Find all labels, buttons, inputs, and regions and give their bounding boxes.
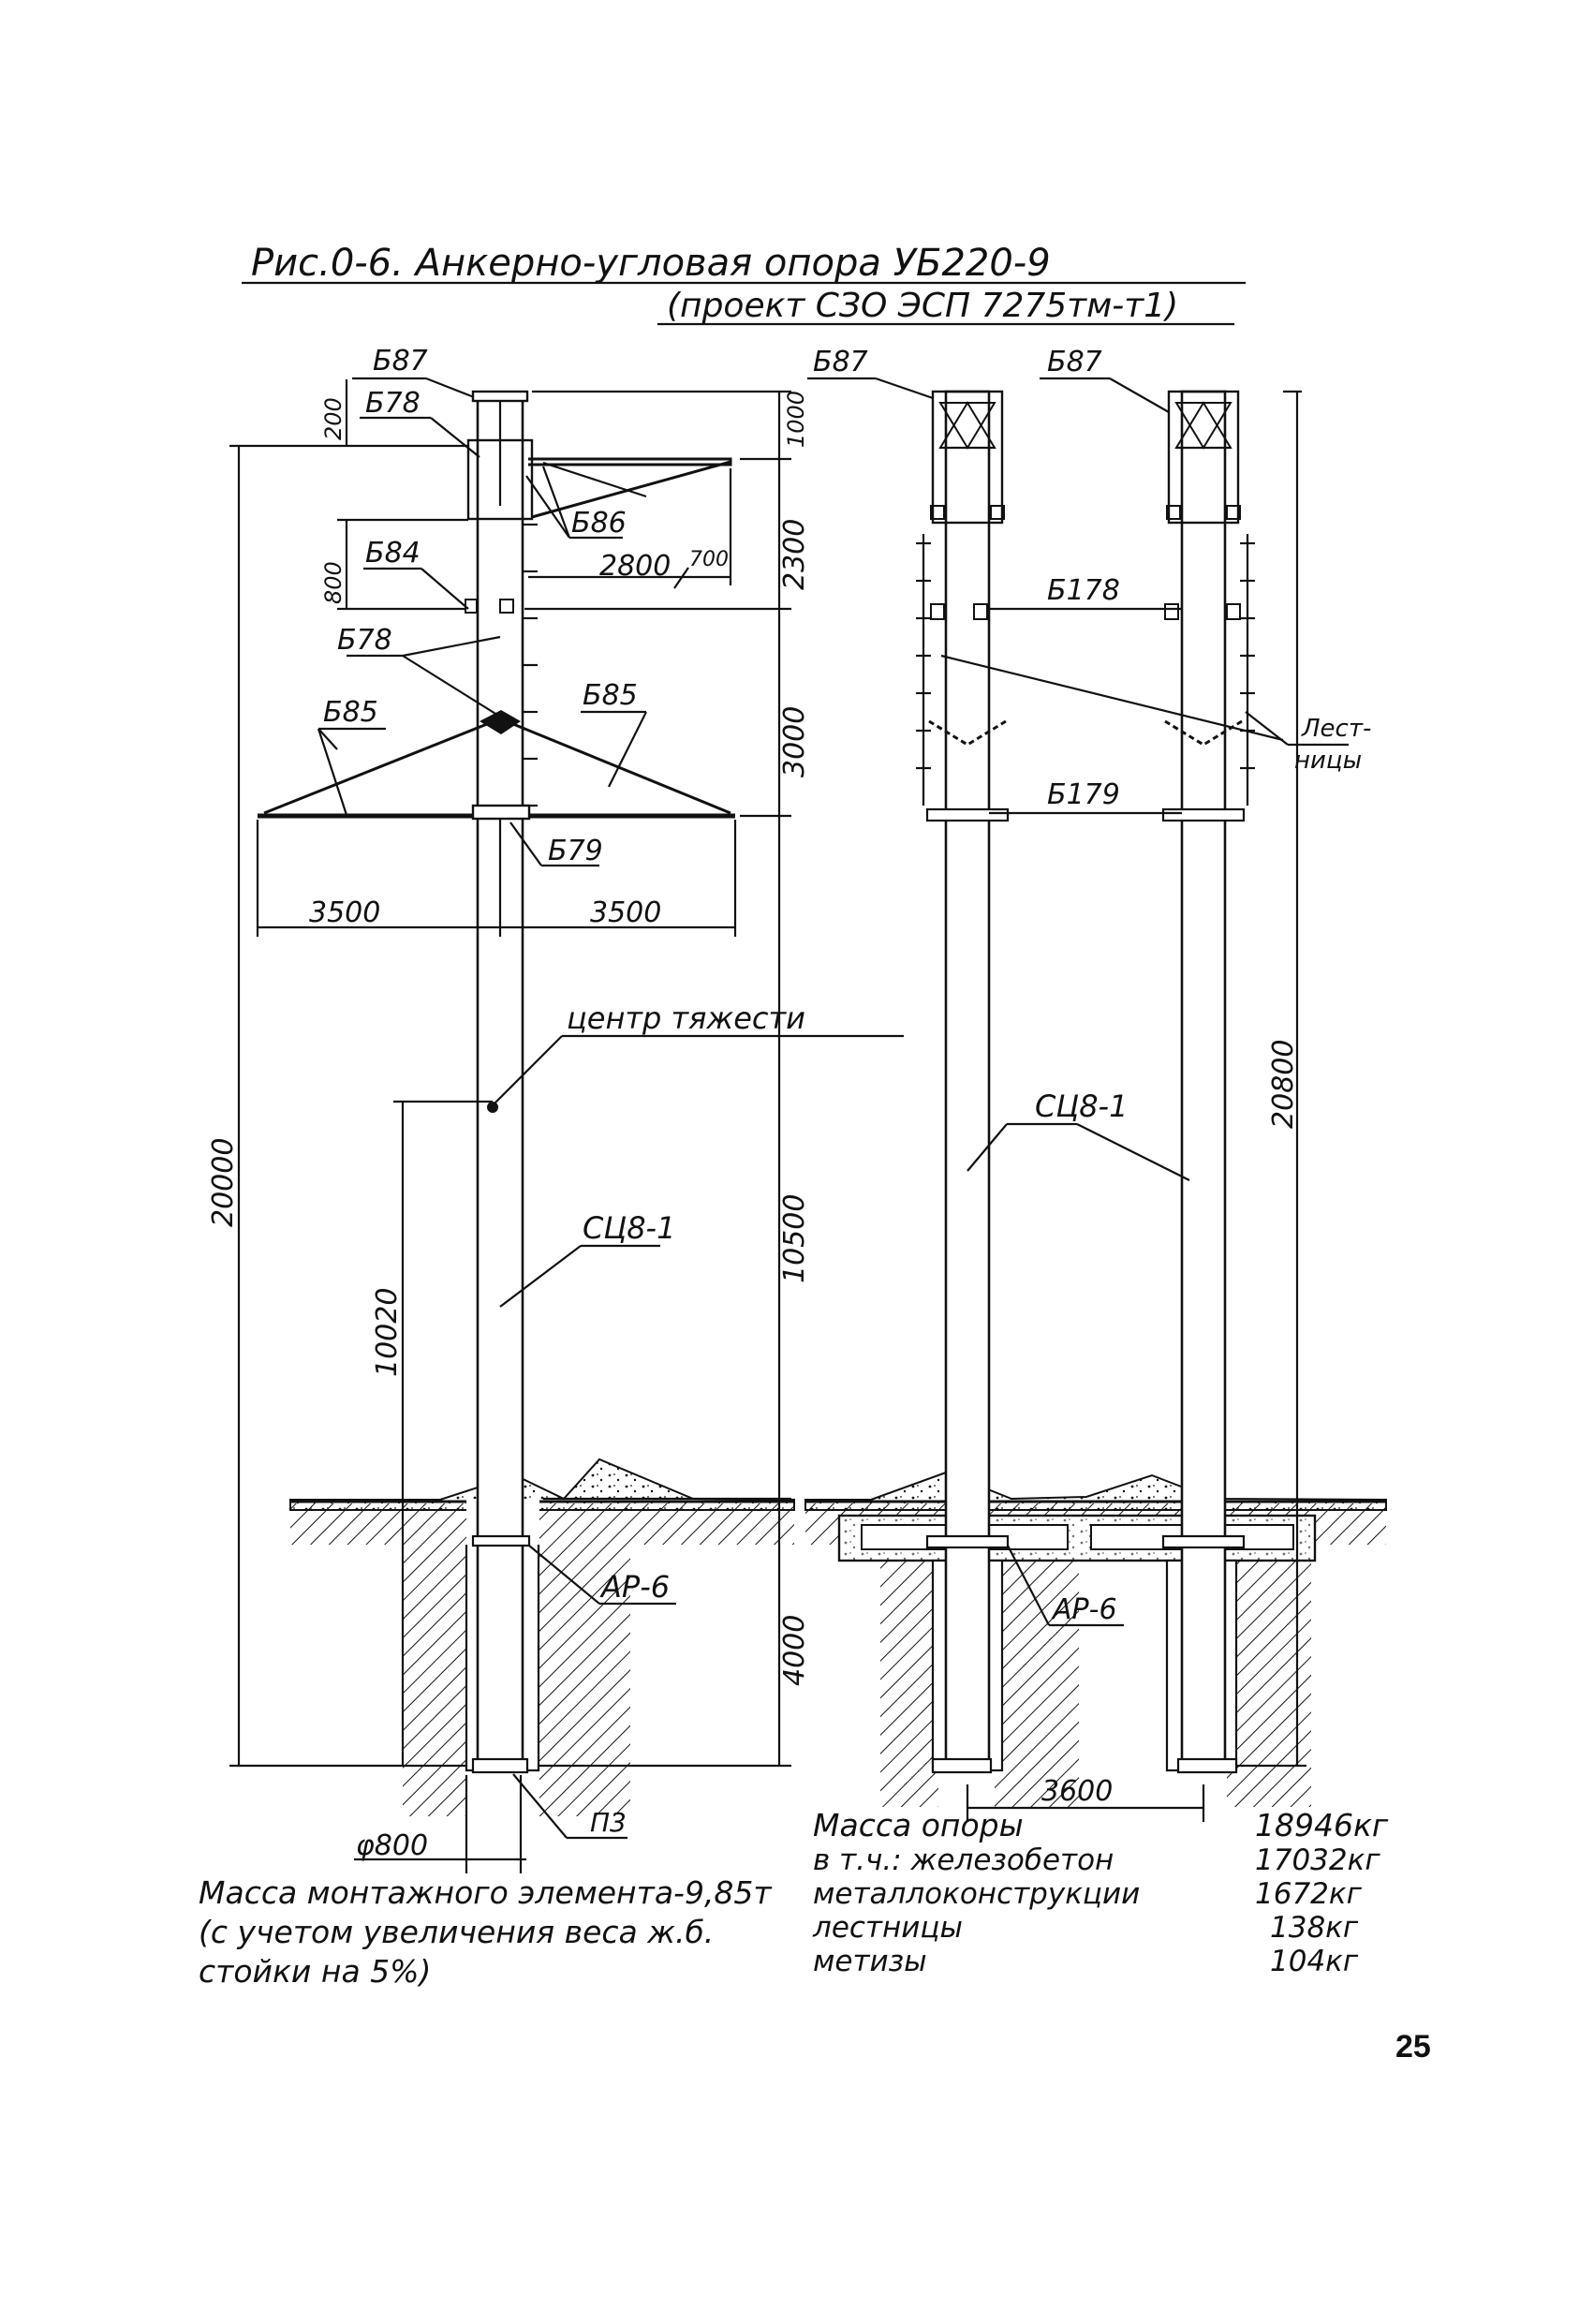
upper-traverse <box>528 457 732 466</box>
traverse-brace <box>542 461 647 498</box>
mount-note: Масса монтажного элемента-9,85т (с учето… <box>199 1874 773 1990</box>
label-b78-top: Б78 <box>365 387 421 420</box>
dim-3500-right: 3500 <box>590 896 661 929</box>
front-view: Б87 Б78 Б86 Б84 Б78 Б85 Б85 Б79 центр тя… <box>207 345 904 1873</box>
label-b87-right: Б87 <box>1047 346 1102 378</box>
dim-800: 800 <box>320 561 347 604</box>
label-p3: П3 <box>590 1807 627 1838</box>
label-b85-left: Б85 <box>323 696 378 729</box>
soil-hatch-left <box>403 1545 466 1816</box>
page-number: 25 <box>1395 2029 1431 2065</box>
label-b85-right: Б85 <box>583 679 638 712</box>
dim-20800: 20800 <box>1267 1040 1300 1129</box>
mass-row-value: 18946кг <box>1255 1807 1389 1843</box>
label-sc8-right: СЦ8-1 <box>1035 1088 1128 1124</box>
dim-3500-left: 3500 <box>309 896 380 929</box>
dim-diam-800: φ800 <box>356 1829 428 1862</box>
dim-4000: 4000 <box>778 1615 811 1686</box>
dim-200: 200 <box>320 397 347 440</box>
side-view: Б87 Б87 Б178 Б179 Лест- ницы СЦ8-1 АР-6 … <box>804 346 1387 1822</box>
label-center-of-gravity: центр тяжести <box>567 1000 805 1036</box>
label-b78-mid: Б78 <box>337 624 392 657</box>
label-b86: Б86 <box>571 507 627 540</box>
label-b79: Б79 <box>548 835 603 867</box>
ring-ar6 <box>471 1534 531 1547</box>
center-of-gravity-point <box>487 1102 498 1113</box>
label-ar6-right: АР-6 <box>1051 1593 1117 1626</box>
soil-hatch-right <box>539 1545 630 1816</box>
mass-row-label: металлоконструкции <box>813 1877 1140 1911</box>
dim-1000: 1000 <box>783 391 809 448</box>
side-dimension-lines <box>966 390 1306 1822</box>
label-b87-mid: Б87 <box>813 346 868 378</box>
figure-subtitle: (проект СЗО ЭСП 7275тм-т1) <box>667 287 1178 325</box>
mass-row-label: Масса опоры <box>813 1807 1024 1843</box>
side-leaders <box>807 377 1349 1627</box>
front-dimension-lines <box>229 379 791 1873</box>
label-b179: Б179 <box>1047 778 1120 811</box>
label-b178: Б178 <box>1047 574 1120 607</box>
label-ar6-left: АР-6 <box>599 1569 670 1605</box>
base-plate-p3 <box>471 1757 529 1774</box>
mount-note-line2: (с учетом увеличения веса ж.б. <box>199 1914 714 1950</box>
tie-rod-hub <box>480 710 521 734</box>
dim-3000: 3000 <box>778 706 811 777</box>
mass-row-value: 17032кг <box>1255 1843 1380 1877</box>
mass-row-label: лестницы <box>812 1911 963 1945</box>
mass-row-label: в т.ч.: железобетон <box>813 1843 1114 1877</box>
top-cap-b87 <box>471 390 529 403</box>
title-block: Рис.0-6. Анкерно-угловая опора УБ220-9 (… <box>242 242 1246 326</box>
dim-20000: 20000 <box>207 1138 240 1227</box>
label-ladders-1: Лест- <box>1301 715 1371 743</box>
label-sc8-left: СЦ8-1 <box>583 1210 675 1246</box>
mass-table: Масса опоры 18946кг в т.ч.: железобетон … <box>812 1807 1389 1978</box>
side-column-left <box>944 390 991 1772</box>
ladder-rungs <box>523 523 538 807</box>
mount-note-line1: Масса монтажного элемента-9,85т <box>199 1874 773 1911</box>
label-ladders-2: ницы <box>1294 747 1362 775</box>
tie-rod-right <box>512 722 731 815</box>
front-leaders <box>317 377 904 1840</box>
mount-note-line3: стойки на 5%) <box>199 1953 431 1990</box>
mass-row-label: метизы <box>813 1945 927 1978</box>
dim-10020: 10020 <box>371 1288 404 1377</box>
mass-row-value: 138кг <box>1270 1911 1359 1945</box>
dim-3600: 3600 <box>1041 1775 1113 1808</box>
soil-hatch-top <box>290 1503 794 1545</box>
dim-700: 700 <box>689 548 729 571</box>
dim-2300: 2300 <box>778 519 811 590</box>
mass-row-value: 104кг <box>1270 1945 1359 1978</box>
tie-rod-left <box>263 722 488 815</box>
upper-traverse-strut <box>531 460 731 519</box>
dim-10500: 10500 <box>778 1194 811 1283</box>
label-b84: Б84 <box>365 537 421 570</box>
mass-row-value: 1672кг <box>1255 1877 1363 1911</box>
traverse-bracket-b78 <box>466 438 534 521</box>
label-b87-left: Б87 <box>373 345 428 377</box>
figure-title: Рис.0-6. Анкерно-угловая опора УБ220-9 <box>251 242 1051 285</box>
dim-2800: 2800 <box>599 550 671 583</box>
side-column-right <box>1180 390 1227 1772</box>
